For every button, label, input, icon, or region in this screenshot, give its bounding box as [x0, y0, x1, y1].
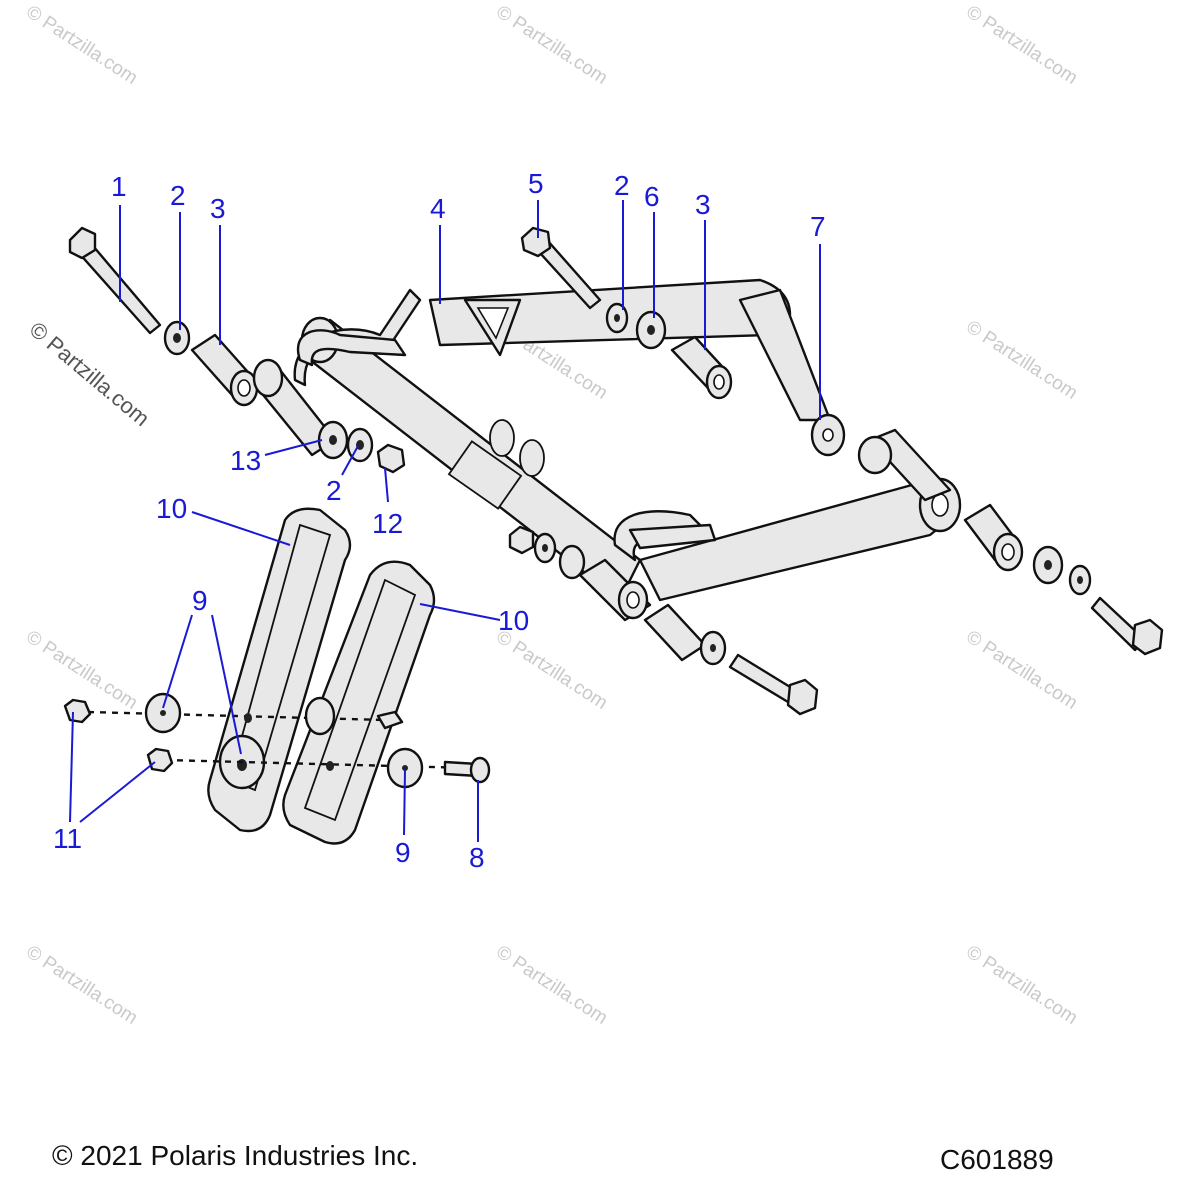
watermark: © Partzilla.com: [962, 2, 1081, 89]
callout-4: 4: [430, 193, 446, 224]
callout-12: 12: [372, 508, 403, 539]
callout-13: 13: [230, 445, 261, 476]
handle-loop-top: [296, 329, 407, 367]
bushing-hole: [713, 374, 725, 390]
callout-9: 9: [395, 837, 411, 868]
callout-2: 2: [326, 475, 342, 506]
washer-hole: [173, 333, 181, 343]
washer-hole: [1077, 576, 1083, 584]
callout-3: 3: [210, 193, 226, 224]
axis-line-upper: [87, 710, 386, 722]
callout-2: 2: [614, 170, 630, 201]
leader-10a: [191, 511, 291, 546]
bolt-link-upper: [376, 710, 404, 730]
callout-7: 7: [810, 211, 826, 242]
callout-2: 2: [170, 180, 186, 211]
nut-11-lower: [146, 747, 174, 773]
bolt-1-head: [68, 226, 97, 260]
side-watermark: © Partzilla.com: [25, 317, 155, 431]
callout-9: 9: [192, 585, 208, 616]
link-pin-hole: [244, 713, 252, 723]
watermark: © Partzilla.com: [962, 627, 1081, 714]
sleeve-hole: [626, 591, 640, 609]
bolt-lower-head: [786, 678, 819, 716]
lower-right-fastener-stack: [963, 503, 1164, 656]
nut-11-upper: [63, 698, 92, 724]
link-pin-hole: [326, 761, 334, 771]
washer-hole: [160, 710, 166, 716]
washer-hole: [542, 544, 548, 552]
mounting-tab: [519, 439, 545, 477]
callout-10: 10: [498, 605, 529, 636]
upper-right-fastener-stack: [520, 226, 733, 400]
pivot-sleeve-end: [857, 435, 893, 475]
bushing-hole: [822, 428, 834, 442]
leader-10b: [419, 603, 501, 621]
bolt-right-head: [1131, 618, 1164, 656]
link-10-rear-face: [228, 523, 332, 792]
bolt-5-head: [520, 226, 552, 258]
leader-13: [264, 439, 323, 456]
callout-10: 10: [156, 493, 187, 524]
leader-11-1: [69, 711, 74, 823]
watermark: © Partzilla.com: [492, 2, 611, 89]
copyright-notice: © 2021 Polaris Industries Inc.: [52, 1140, 419, 1171]
leader-2c: [341, 445, 359, 476]
bushing-3-hole: [237, 379, 251, 397]
watermark: © Partzilla.com: [962, 317, 1081, 404]
sleeve-end: [252, 358, 284, 398]
washer-hole: [402, 765, 408, 771]
watermark: © Partzilla.com: [492, 627, 611, 714]
watermark: © Partzilla.com: [492, 942, 611, 1029]
washer-lower-2: [558, 544, 586, 580]
leader-9a-1: [162, 614, 193, 709]
leader-11-2: [79, 761, 156, 823]
leader-9b: [403, 769, 406, 836]
callout-6: 6: [644, 181, 660, 212]
a-arm-frame: [293, 278, 962, 602]
washer-hole: [1044, 560, 1052, 570]
washer-6-hole: [647, 325, 655, 335]
link-hardware: [63, 692, 491, 789]
watermark: © Partzilla.com: [22, 942, 141, 1029]
washer-hole: [614, 314, 620, 322]
bolt-8-head: [469, 756, 491, 784]
watermark: © Partzilla.com: [962, 942, 1081, 1029]
callout-1: 1: [111, 171, 127, 202]
callout-5: 5: [528, 168, 544, 199]
callout-11: 11: [53, 823, 82, 854]
nut-12: [376, 443, 406, 474]
washer-13-hole: [329, 435, 337, 445]
callout-labels: 1 2 3 4 5 2 6 3 7 13 2 12 10 10 9 11 9 8: [53, 168, 826, 873]
mounting-tab: [489, 419, 515, 457]
leader-lines: [69, 200, 821, 842]
lower-front-fastener-stack: [508, 525, 819, 716]
callout-3: 3: [695, 189, 711, 220]
handle-loop-lower-bar: [628, 523, 717, 550]
leader-12: [384, 467, 389, 503]
bolt-right: [1090, 596, 1147, 652]
leader-9a-2: [211, 614, 242, 755]
center-bracket: [447, 440, 523, 510]
callout-8: 8: [469, 842, 485, 873]
washer-9-middle: [304, 696, 336, 736]
link-10-front-face: [303, 578, 417, 822]
bushing-hole: [1001, 543, 1015, 561]
nut-lower: [508, 525, 535, 555]
upper-arm-end: [738, 288, 832, 422]
watermark: © Partzilla.com: [22, 2, 141, 89]
triangle-bracket-opening: [476, 307, 510, 340]
washer-hole: [710, 644, 716, 652]
link-assembly: [207, 507, 436, 845]
bushing-lower: [643, 603, 707, 662]
drawing-code: C601889: [940, 1144, 1054, 1175]
bolt-lower: [728, 653, 797, 704]
